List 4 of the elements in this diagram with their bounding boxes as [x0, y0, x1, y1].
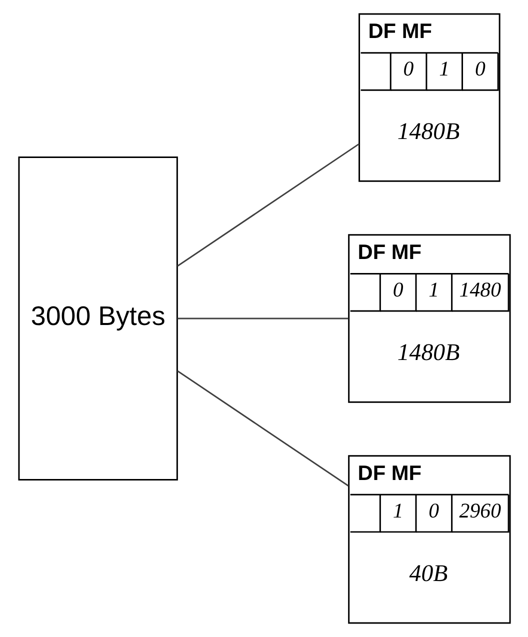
connector [176, 370, 348, 487]
connector [176, 143, 359, 267]
connector [176, 318, 348, 320]
node-box: 3000 Bytes [18, 156, 178, 480]
